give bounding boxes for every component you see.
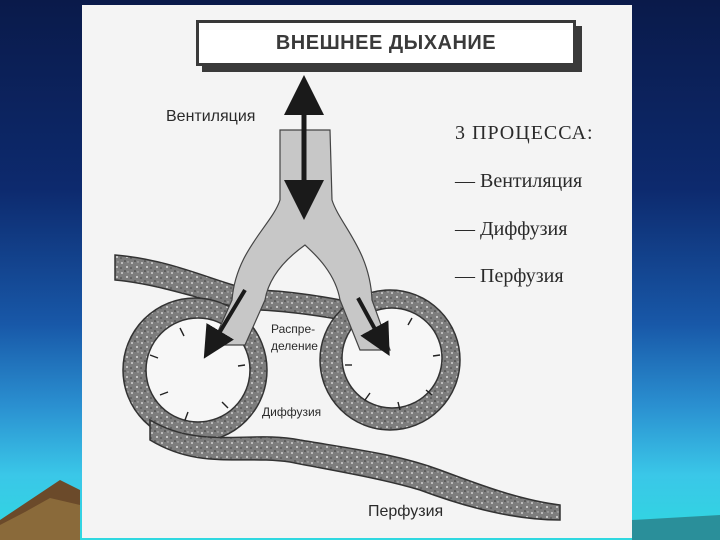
process-item-diffusion: — Диффузия [455, 218, 568, 240]
distribution-arrow-left [203, 288, 247, 359]
process-item-ventilation: — Вентиляция [455, 170, 583, 192]
perfusion-label: Перфузия [368, 503, 444, 520]
distribution-arrow-right [356, 297, 390, 357]
airway [211, 129, 391, 351]
process-list-heading: 3 ПРОЦЕССА: [455, 122, 594, 144]
lower-vessel [149, 418, 561, 521]
diffusion-label: Диффузия [262, 405, 322, 419]
distribution-label-line2: деление [271, 339, 318, 353]
distribution-label-line1: Распре- [271, 322, 316, 336]
ventilation-label: Вентиляция [166, 108, 256, 125]
title-box: ВНЕШНЕЕ ДЫХАНИЕ [196, 20, 576, 66]
diagram-title: ВНЕШНЕЕ ДЫХАНИЕ [275, 31, 497, 54]
process-item-perfusion: — Перфузия [455, 265, 564, 287]
background-landscape [0, 480, 720, 540]
